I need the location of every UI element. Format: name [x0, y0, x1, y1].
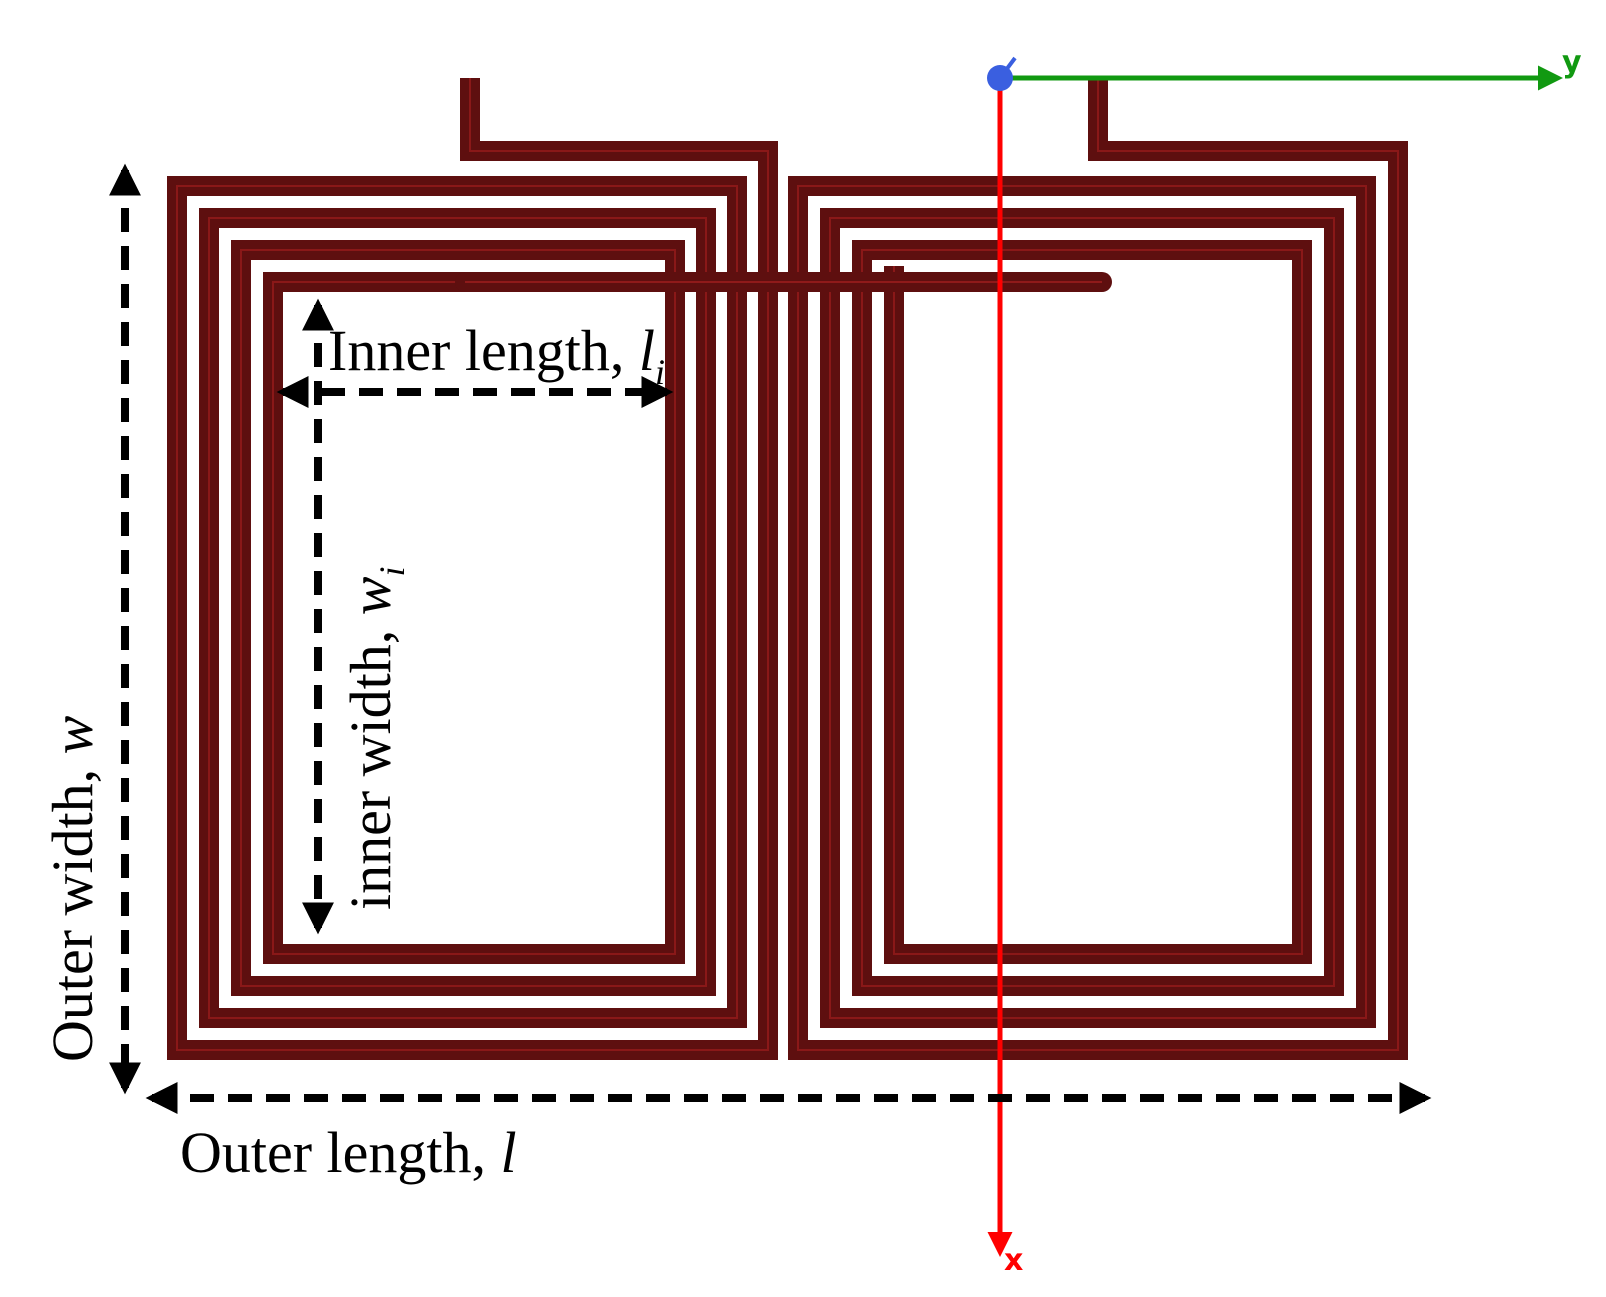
outer-width-label: Outer width, w — [40, 715, 105, 1062]
z-axis — [998, 56, 1017, 80]
y-axis-letter: y — [1562, 45, 1582, 80]
left-coil — [167, 78, 778, 1060]
dimensions — [109, 163, 1432, 1114]
outer-length-label: Outer length, l — [180, 1120, 517, 1185]
left-coil-feed — [167, 78, 778, 1060]
right-coil-feed — [788, 78, 1408, 1060]
axes: y x — [987, 45, 1582, 1278]
inner-width-label: inner width, wi — [338, 567, 412, 911]
inner-length-label: Inner length, li — [328, 318, 665, 392]
x-axis-letter: x — [1004, 1243, 1023, 1278]
right-coil — [788, 78, 1408, 1060]
